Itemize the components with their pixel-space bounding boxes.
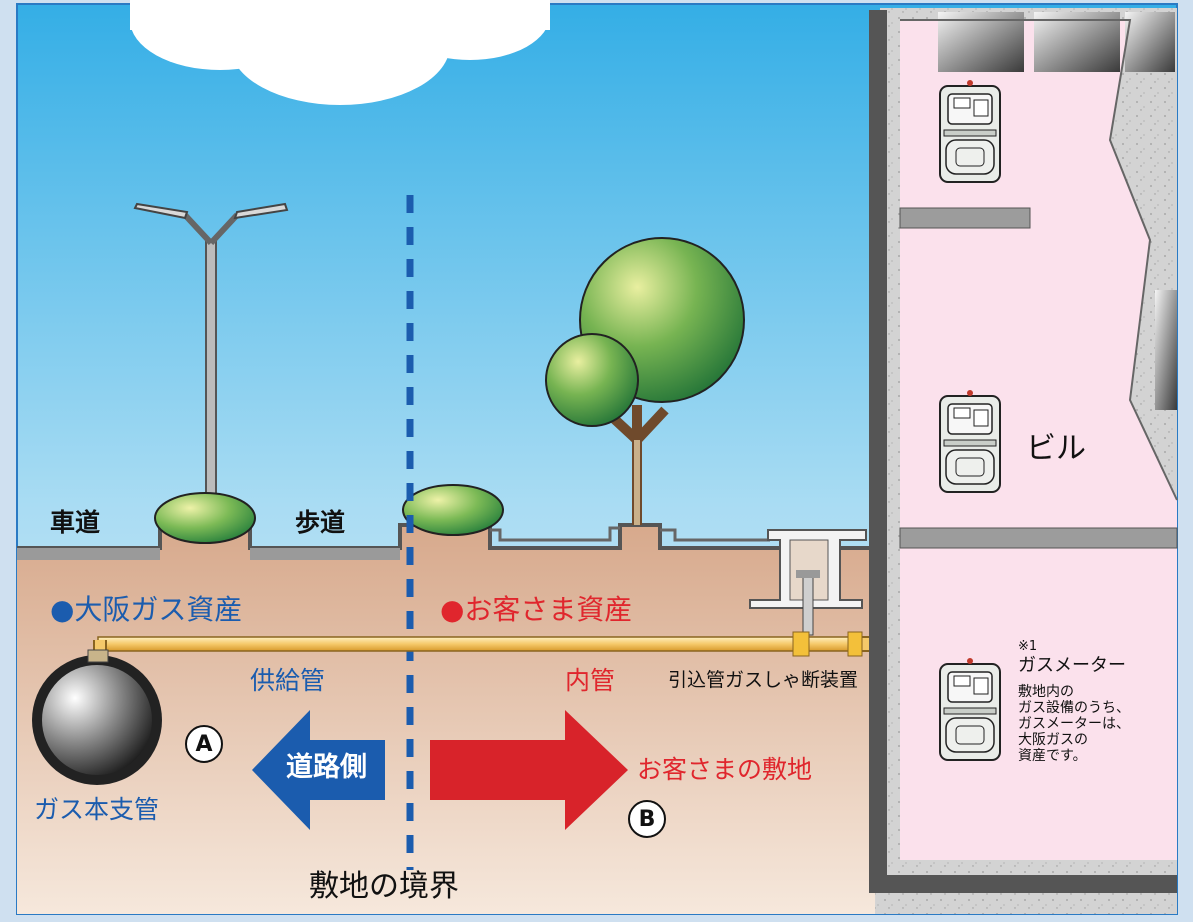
- gas-meter-label: ガスメーター: [1018, 655, 1126, 676]
- shutoff-device-label: 引込管ガスしゃ断装置: [668, 669, 859, 691]
- inner-pipe-label: 内管: [565, 666, 616, 695]
- osaka-asset-label: ●大阪ガス資産: [50, 593, 243, 626]
- meter-note: 敷地内の ガス設備のうち、 ガスメーターは、 大阪ガスの 資産です。: [1018, 684, 1130, 765]
- tree: [545, 237, 745, 525]
- supply-pipe-label: 供給管: [250, 666, 326, 695]
- main-pipe-label: ガス本支管: [34, 795, 160, 824]
- customer-asset-label: ●お客さま資産: [440, 593, 633, 626]
- street-lamp: [133, 202, 289, 501]
- sidewalk-label: 歩道: [295, 508, 346, 537]
- roadway-label: 車道: [50, 508, 101, 537]
- cloud: [130, 0, 550, 105]
- boundary-label: 敷地の境界: [309, 869, 459, 904]
- road-side-label: 道路側: [286, 752, 367, 783]
- note-mark: ※1: [1018, 639, 1038, 654]
- building-label: ビル: [1026, 431, 1086, 466]
- mark-a: A: [185, 725, 223, 763]
- mark-b: B: [628, 800, 666, 838]
- shutoff-device-box: [749, 529, 867, 636]
- customer-site-label: お客さまの敷地: [637, 755, 813, 784]
